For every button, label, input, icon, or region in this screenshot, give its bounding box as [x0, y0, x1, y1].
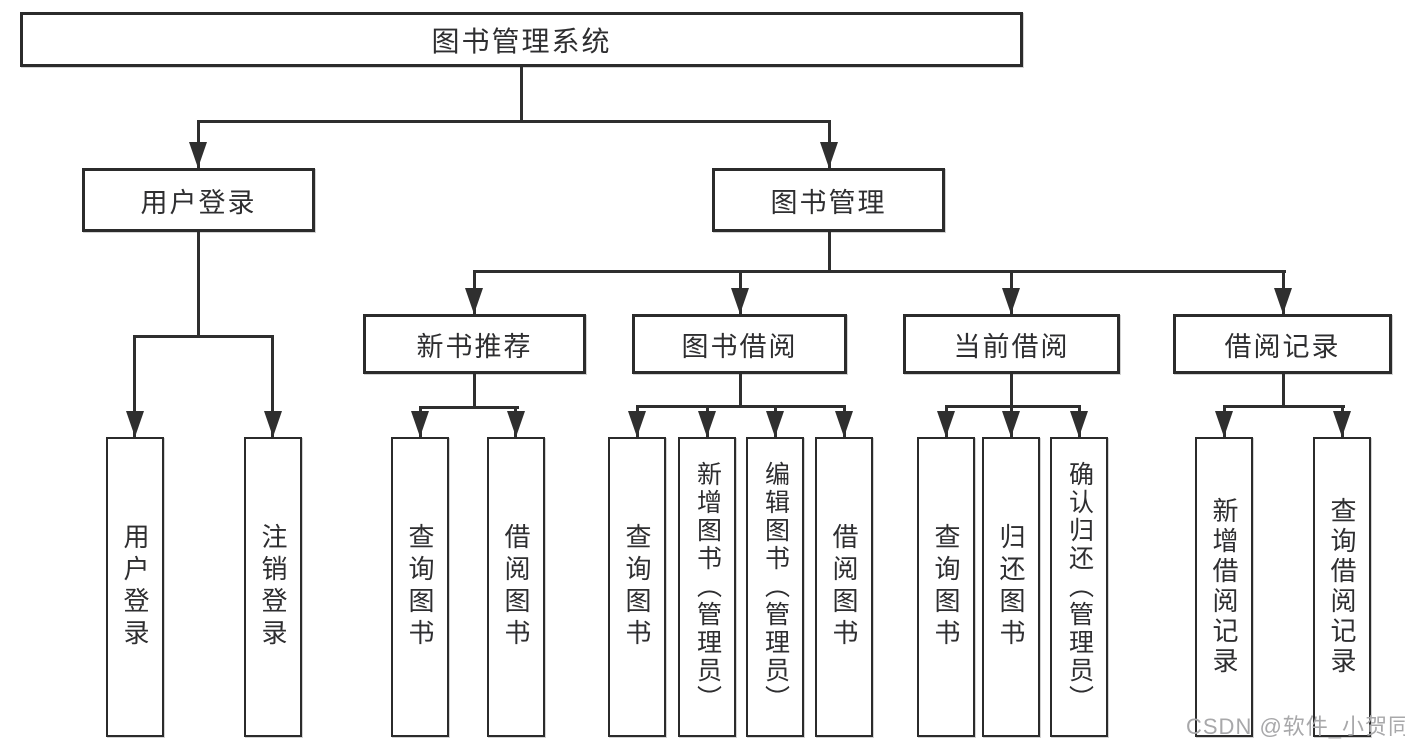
arrow-down-icon: [411, 411, 429, 437]
connector-vline: [271, 335, 274, 437]
leaf-recommend-query-books: 查询图书: [391, 437, 449, 737]
connector-hline: [133, 335, 274, 338]
connector-vline: [1282, 374, 1285, 408]
node-new-book-recommend: 新书推荐: [363, 314, 586, 374]
node-book-borrowing-label: 图书借阅: [681, 331, 798, 362]
arrow-down-icon: [1002, 411, 1020, 437]
connector-vline: [520, 67, 523, 123]
node-new-book-recommend-label: 新书推荐: [416, 331, 533, 362]
leaf-user-login-label: 用户登录: [120, 523, 150, 651]
arrow-down-icon: [937, 411, 955, 437]
leaf-borrowing-query-books-label: 查询图书: [622, 523, 652, 651]
leaf-logout-label: 注销登录: [258, 523, 288, 651]
leaf-current-query-books-label: 查询图书: [931, 523, 961, 651]
arrow-down-icon: [507, 411, 525, 437]
arrow-down-icon: [1002, 288, 1020, 314]
leaf-recommend-query-books-label: 查询图书: [405, 523, 435, 651]
connector-hline: [945, 405, 1081, 408]
arrow-down-icon: [1070, 411, 1088, 437]
node-current-borrowing: 当前借阅: [903, 314, 1120, 374]
node-library-system-label: 图书管理系统: [431, 25, 612, 57]
node-user-login-label: 用户登录: [140, 187, 257, 218]
arrow-down-icon: [698, 411, 716, 437]
node-library-system: 图书管理系统: [20, 12, 1023, 67]
leaf-borrowing-borrow-books-label: 借阅图书: [829, 523, 859, 651]
leaf-records-add-record-label: 新增借阅记录: [1209, 497, 1239, 677]
leaf-borrowing-query-books: 查询图书: [608, 437, 666, 737]
connector-hline: [419, 406, 519, 409]
arrow-down-icon: [820, 142, 838, 168]
leaf-current-return-books-label: 归还图书: [996, 523, 1026, 651]
arrow-down-icon: [264, 411, 282, 437]
node-borrowing-records-label: 借阅记录: [1224, 331, 1341, 362]
leaf-current-query-books: 查询图书: [917, 437, 975, 737]
connector-hline: [1223, 405, 1345, 408]
leaf-records-query-record-label: 查询借阅记录: [1327, 497, 1357, 677]
node-borrowing-records: 借阅记录: [1173, 314, 1392, 374]
connector-hline: [473, 270, 1286, 273]
leaf-borrowing-edit-books-label: 编辑图书（管理员）: [761, 461, 790, 713]
arrow-down-icon: [731, 288, 749, 314]
leaf-recommend-borrow-books: 借阅图书: [487, 437, 545, 737]
watermark: CSDN @软件_小贺同学: [1186, 714, 1405, 739]
leaf-current-confirm-return-label: 确认归还（管理员）: [1065, 461, 1094, 713]
leaf-user-login: 用户登录: [106, 437, 164, 737]
connector-vline: [828, 232, 831, 273]
arrow-down-icon: [465, 288, 483, 314]
leaf-logout: 注销登录: [244, 437, 302, 737]
connector-vline: [473, 374, 476, 409]
connector-vline: [197, 232, 200, 338]
leaf-current-return-books: 归还图书: [982, 437, 1040, 737]
node-current-borrowing-label: 当前借阅: [953, 331, 1070, 362]
node-book-management-label: 图书管理: [770, 187, 887, 218]
arrow-down-icon: [1333, 411, 1351, 437]
node-user-login: 用户登录: [82, 168, 315, 232]
arrow-down-icon: [126, 411, 144, 437]
arrow-down-icon: [628, 411, 646, 437]
leaf-records-query-record: 查询借阅记录: [1313, 437, 1371, 737]
connector-vline: [1010, 374, 1013, 408]
arrow-down-icon: [189, 142, 207, 168]
leaf-current-confirm-return: 确认归还（管理员）: [1050, 437, 1108, 737]
leaf-records-add-record: 新增借阅记录: [1195, 437, 1253, 737]
leaf-borrowing-borrow-books: 借阅图书: [815, 437, 873, 737]
arrow-down-icon: [766, 411, 784, 437]
leaf-borrowing-edit-books: 编辑图书（管理员）: [746, 437, 804, 737]
connector-hline: [636, 405, 846, 408]
arrow-down-icon: [1274, 288, 1292, 314]
arrow-down-icon: [835, 411, 853, 437]
leaf-borrowing-add-books-label: 新增图书（管理员）: [693, 461, 722, 713]
leaf-borrowing-add-books: 新增图书（管理员）: [678, 437, 736, 737]
node-book-borrowing: 图书借阅: [632, 314, 847, 374]
arrow-down-icon: [1215, 411, 1233, 437]
node-book-management: 图书管理: [712, 168, 945, 232]
connector-vline: [133, 335, 136, 437]
leaf-recommend-borrow-books-label: 借阅图书: [501, 523, 531, 651]
connector-hline: [197, 120, 830, 123]
connector-vline: [739, 374, 742, 408]
